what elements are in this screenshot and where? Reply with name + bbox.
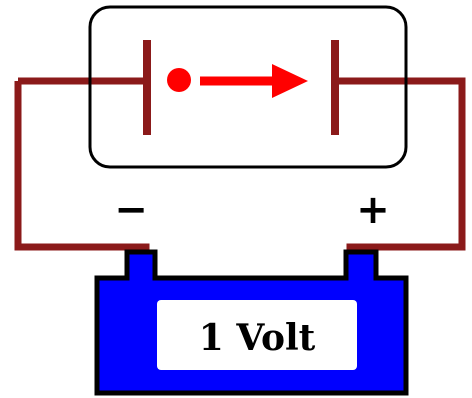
arrow-right-icon [200, 64, 308, 98]
positive-terminal-sign: + [356, 187, 390, 233]
battery-label-plate [157, 300, 357, 370]
battery-voltage-label: 1 Volt [199, 317, 316, 359]
vacuum-tube-box [88, 5, 408, 169]
circuit-wire [14, 77, 466, 265]
negative-terminal-sign: − [114, 187, 148, 233]
electron-dot-icon [167, 68, 191, 92]
